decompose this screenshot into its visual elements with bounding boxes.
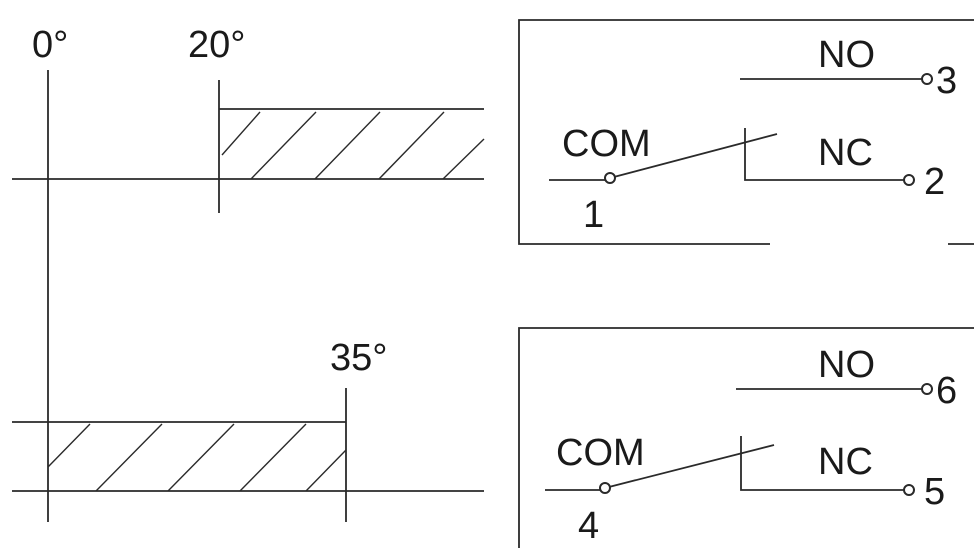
no-label-1: NO [818,34,875,76]
switch-box-2: NO 6 NC 5 COM 4 [518,327,974,548]
no-pin-3: 3 [936,60,957,102]
nc-contact-line-1 [744,128,905,181]
no-label-2: NO [818,344,875,386]
nc-label-1: NC [818,132,873,174]
terminal-com-1 [604,172,616,184]
angle-label-0: 0° [32,24,68,66]
nc-label-2: NC [818,441,873,483]
com-pin-1: 1 [583,194,604,236]
no-pin-6: 6 [936,370,957,412]
terminal-nc-5 [903,484,915,496]
com-pin-4: 4 [578,505,599,547]
nc-pin-5: 5 [924,471,945,513]
terminal-nc-2 [903,174,915,186]
terminal-no-3 [921,73,933,85]
switch-arm-1 [609,133,778,179]
switch-arm-2 [604,444,775,489]
nc-pin-2: 2 [924,161,945,203]
com-label-2: COM [556,432,645,474]
top-hatched-band [219,108,485,180]
switch-box-1: NO 3 NC 2 COM 1 [518,19,974,245]
com-label-1: COM [562,123,651,165]
angle-label-35: 35° [330,337,387,379]
terminal-com-4 [599,482,611,494]
terminal-no-6 [921,383,933,395]
angle-label-20: 20° [188,24,245,66]
bottom-hatched-band [12,421,347,492]
